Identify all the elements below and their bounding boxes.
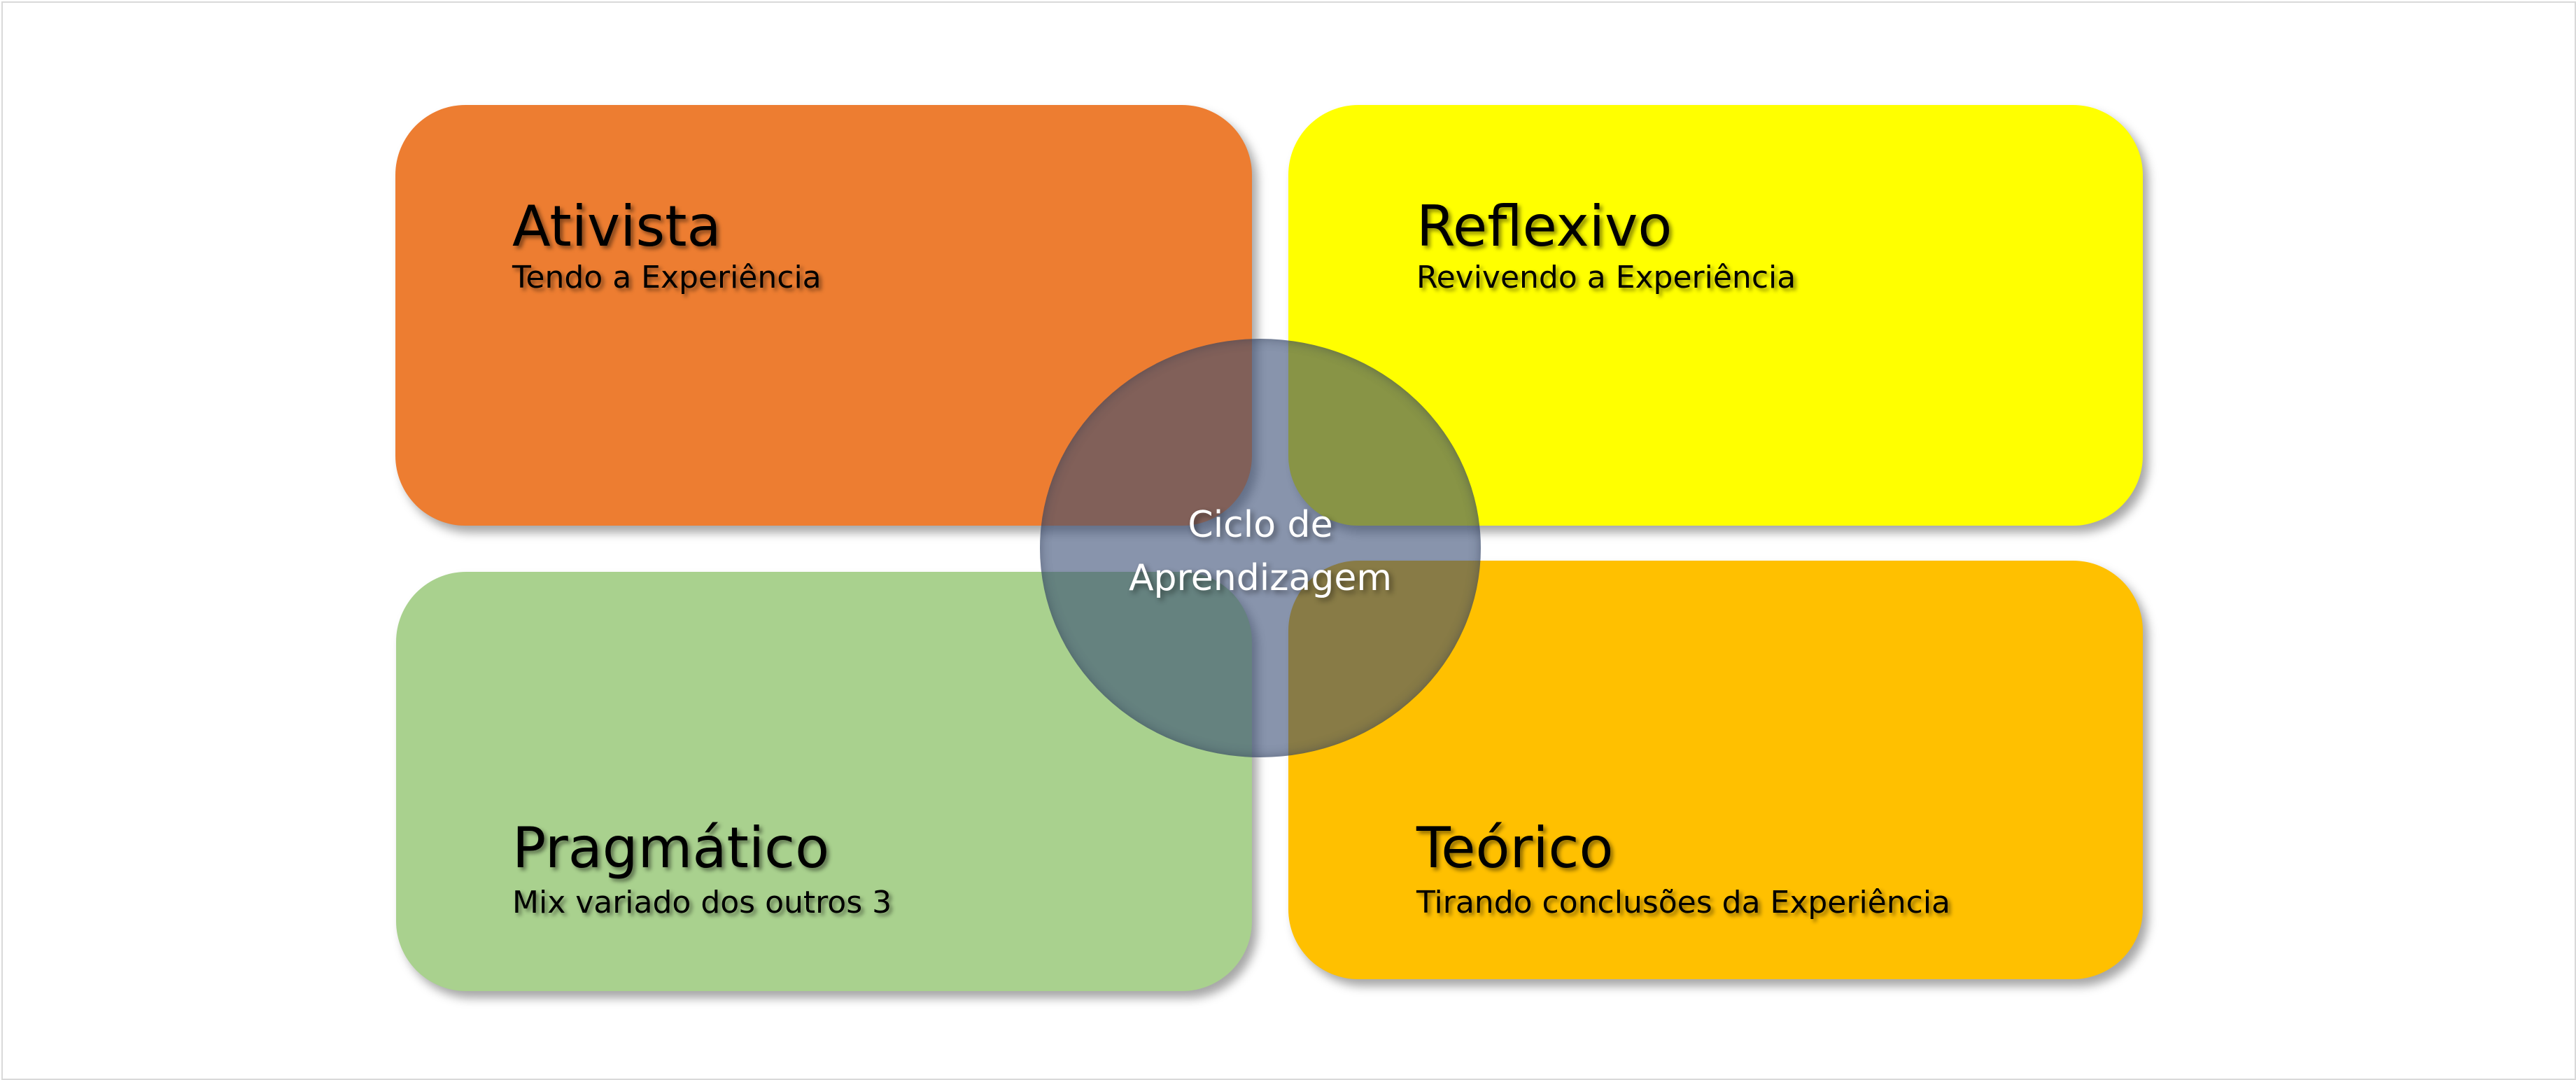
quadrant-subtitle: Tendo a Experiência — [512, 260, 822, 295]
center-label-line1: Ciclo de — [1188, 504, 1333, 546]
quadrant-title: Ativista — [512, 194, 722, 259]
quadrant-subtitle: Mix variado dos outros 3 — [512, 885, 892, 920]
quadrant-title: Reflexivo — [1416, 194, 1673, 259]
quadrant-subtitle: Revivendo a Experiência — [1416, 260, 1796, 295]
center-label-line2: Aprendizagem — [1128, 557, 1393, 599]
center-circle — [1040, 339, 1481, 757]
quadrant-title: Teórico — [1416, 815, 1614, 881]
quadrant-title: Pragmático — [512, 815, 830, 881]
quadrant-subtitle: Tirando conclusões da Experiência — [1416, 885, 1951, 920]
